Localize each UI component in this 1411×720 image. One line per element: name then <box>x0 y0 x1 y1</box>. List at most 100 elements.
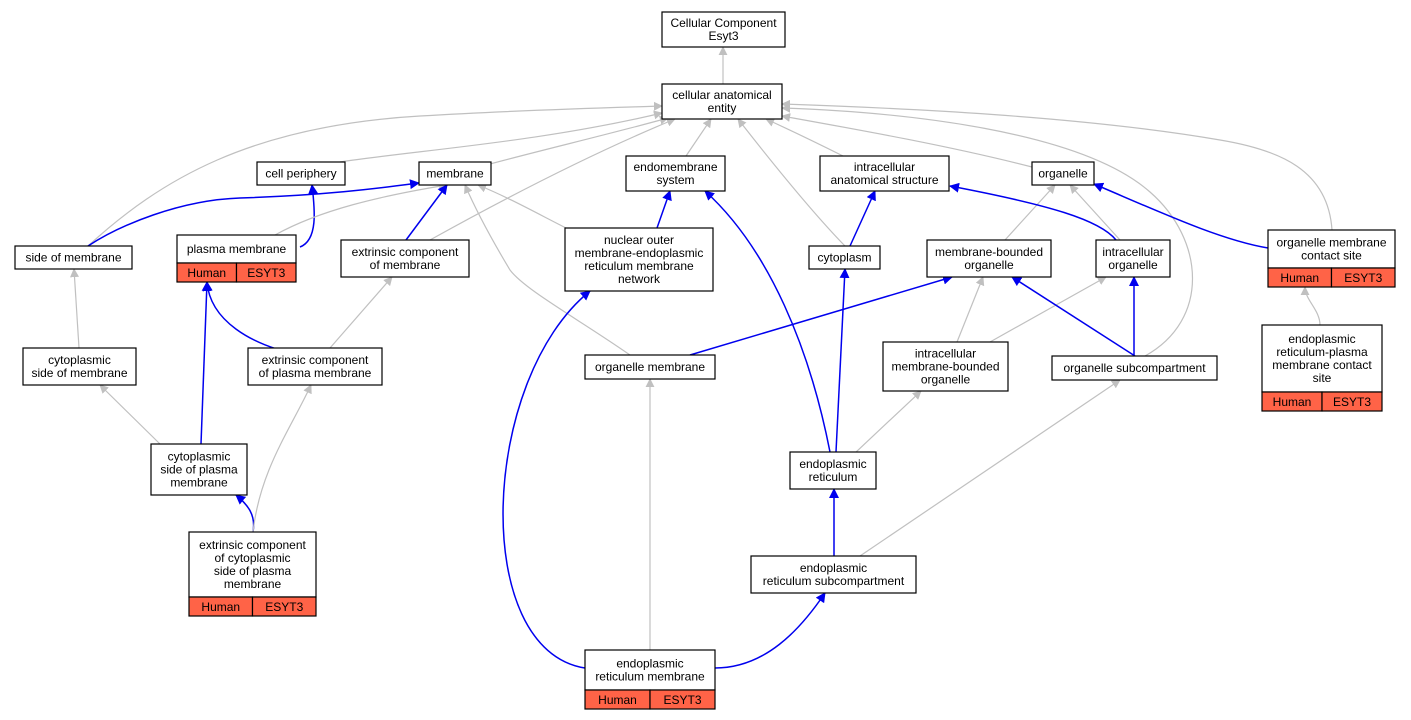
node-label-line: membrane-bounded <box>891 360 999 374</box>
edge-is-a-membrane-to-cae <box>489 115 669 165</box>
edge-part-of-plasma-membrane-to-cell-periphery <box>299 184 319 248</box>
gene-cell[interactable] <box>235 262 297 283</box>
node-box <box>418 161 492 186</box>
edge-is-a-imbo-to-intra-org <box>989 276 1107 343</box>
node-side-membrane[interactable]: side of membrane <box>14 245 133 270</box>
edge-is-a-side-membrane-to-cae <box>87 101 663 247</box>
edge-part-of-omcs-to-organelle <box>1093 182 1269 249</box>
node-box <box>926 239 1052 278</box>
node-label-line: organelle <box>921 373 971 387</box>
node-label-line: organelle <box>1038 167 1088 181</box>
node-org-subcomp[interactable]: organelle subcompartment <box>1051 355 1218 381</box>
node-box <box>584 354 716 380</box>
gene-cell[interactable] <box>649 689 716 710</box>
edge-is-a-intra-org-to-organelle <box>1069 184 1121 241</box>
node-label-line: Esyt3 <box>708 29 738 43</box>
edge-part-of-cytoplasm-to-ias <box>849 190 876 247</box>
species-label: Human <box>1280 271 1319 285</box>
node-cell-periphery[interactable]: cell periphery <box>256 161 346 186</box>
edge-is-a-imbo-to-mbo <box>956 276 985 343</box>
node-box <box>176 234 297 264</box>
node-box <box>1051 355 1218 381</box>
edge-part-of-er-to-endomembrane <box>704 190 831 453</box>
edge-part-of-ext-cyto-pm-to-cyto-side-pm <box>235 494 255 533</box>
gene-cell[interactable] <box>251 596 317 617</box>
node-org-membrane[interactable]: organelle membrane <box>584 354 716 380</box>
node-label-line: endomembrane <box>633 160 717 174</box>
edge-is-a-cyto-side-mem-to-side-membrane <box>70 268 80 349</box>
node-box <box>750 555 917 594</box>
gene-label: ESYT3 <box>247 266 285 280</box>
node-label-line: reticulum membrane <box>584 259 694 273</box>
node-box <box>22 347 137 386</box>
edge-is-a-ias-to-cae <box>765 118 844 157</box>
node-label-line: intracellular <box>1102 245 1163 259</box>
gene-label: ESYT3 <box>1333 395 1371 409</box>
node-label-line: membrane <box>426 167 484 181</box>
node-box <box>188 531 317 598</box>
node-box <box>340 239 470 278</box>
edge-is-a-org-subcomp-to-cae <box>781 103 1194 357</box>
node-label-line: reticulum membrane <box>595 670 705 684</box>
node-label-line: endoplasmic <box>616 657 683 671</box>
node-label-line: reticulum-plasma <box>1276 345 1368 359</box>
edge-part-of-ext-comp-membrane-to-membrane <box>405 184 448 241</box>
gene-cell[interactable] <box>1321 391 1383 412</box>
node-box <box>14 245 133 270</box>
node-organelle[interactable]: organelle <box>1031 161 1095 186</box>
node-box <box>882 341 1009 392</box>
edge-part-of-org-membrane-to-mbo <box>689 274 953 356</box>
node-label-line: side of plasma <box>160 463 238 477</box>
edge-part-of-cyto-side-pm-to-plasma-membrane <box>200 281 212 445</box>
node-label-line: reticulum <box>809 470 858 484</box>
node-label-line: membrane <box>170 476 228 490</box>
node-label-line: cell periphery <box>265 167 336 181</box>
edge-is-a-org-membrane-to-membrane <box>464 184 631 356</box>
edge-is-a-ext-plasma-to-ext-comp-membrane <box>329 276 393 349</box>
node-box <box>1261 324 1383 393</box>
gene-cell[interactable] <box>1330 267 1396 288</box>
edge-part-of-ext-plasma-to-plasma-membrane <box>202 281 301 356</box>
node-cytoplasm[interactable]: cytoplasm <box>808 245 881 270</box>
edge-part-of-nuclear-outer-to-endomembrane <box>656 190 672 229</box>
node-box <box>564 227 714 292</box>
edge-is-a-cell-periphery-to-cae <box>339 110 663 163</box>
gene-label: ESYT3 <box>1344 271 1382 285</box>
edge-is-a-ext-cyto-pm-to-ext-plasma <box>252 384 312 533</box>
node-label-line: side of membrane <box>31 366 127 380</box>
edge-is-a-cyto-side-pm-to-cyto-side-mem <box>99 384 161 445</box>
edge-part-of-side-membrane-to-membrane <box>87 179 420 247</box>
node-label-line: contact site <box>1301 249 1362 263</box>
node-membrane[interactable]: membrane <box>418 161 492 186</box>
node-label-line: cytoplasmic <box>48 353 111 367</box>
gene-label: ESYT3 <box>663 693 701 707</box>
edge-is-a-er-subcomp-to-org-subcomp <box>859 379 1121 557</box>
node-nuclear-outer[interactable]: nuclear outermembrane-endoplasmicreticul… <box>564 227 714 292</box>
edge-is-a-er-to-imbo <box>855 390 922 453</box>
edge-is-a-endomembrane-to-cae <box>685 118 712 157</box>
species-label: Human <box>1273 395 1312 409</box>
edge-is-a-cytoplasm-to-cae <box>737 118 846 247</box>
edge-part-of-intra-org-to-ias <box>949 182 1117 241</box>
edge-part-of-er-membrane-to-er-subcomp <box>714 592 826 669</box>
node-label-line: nuclear outer <box>604 233 674 247</box>
node-box <box>247 347 383 386</box>
